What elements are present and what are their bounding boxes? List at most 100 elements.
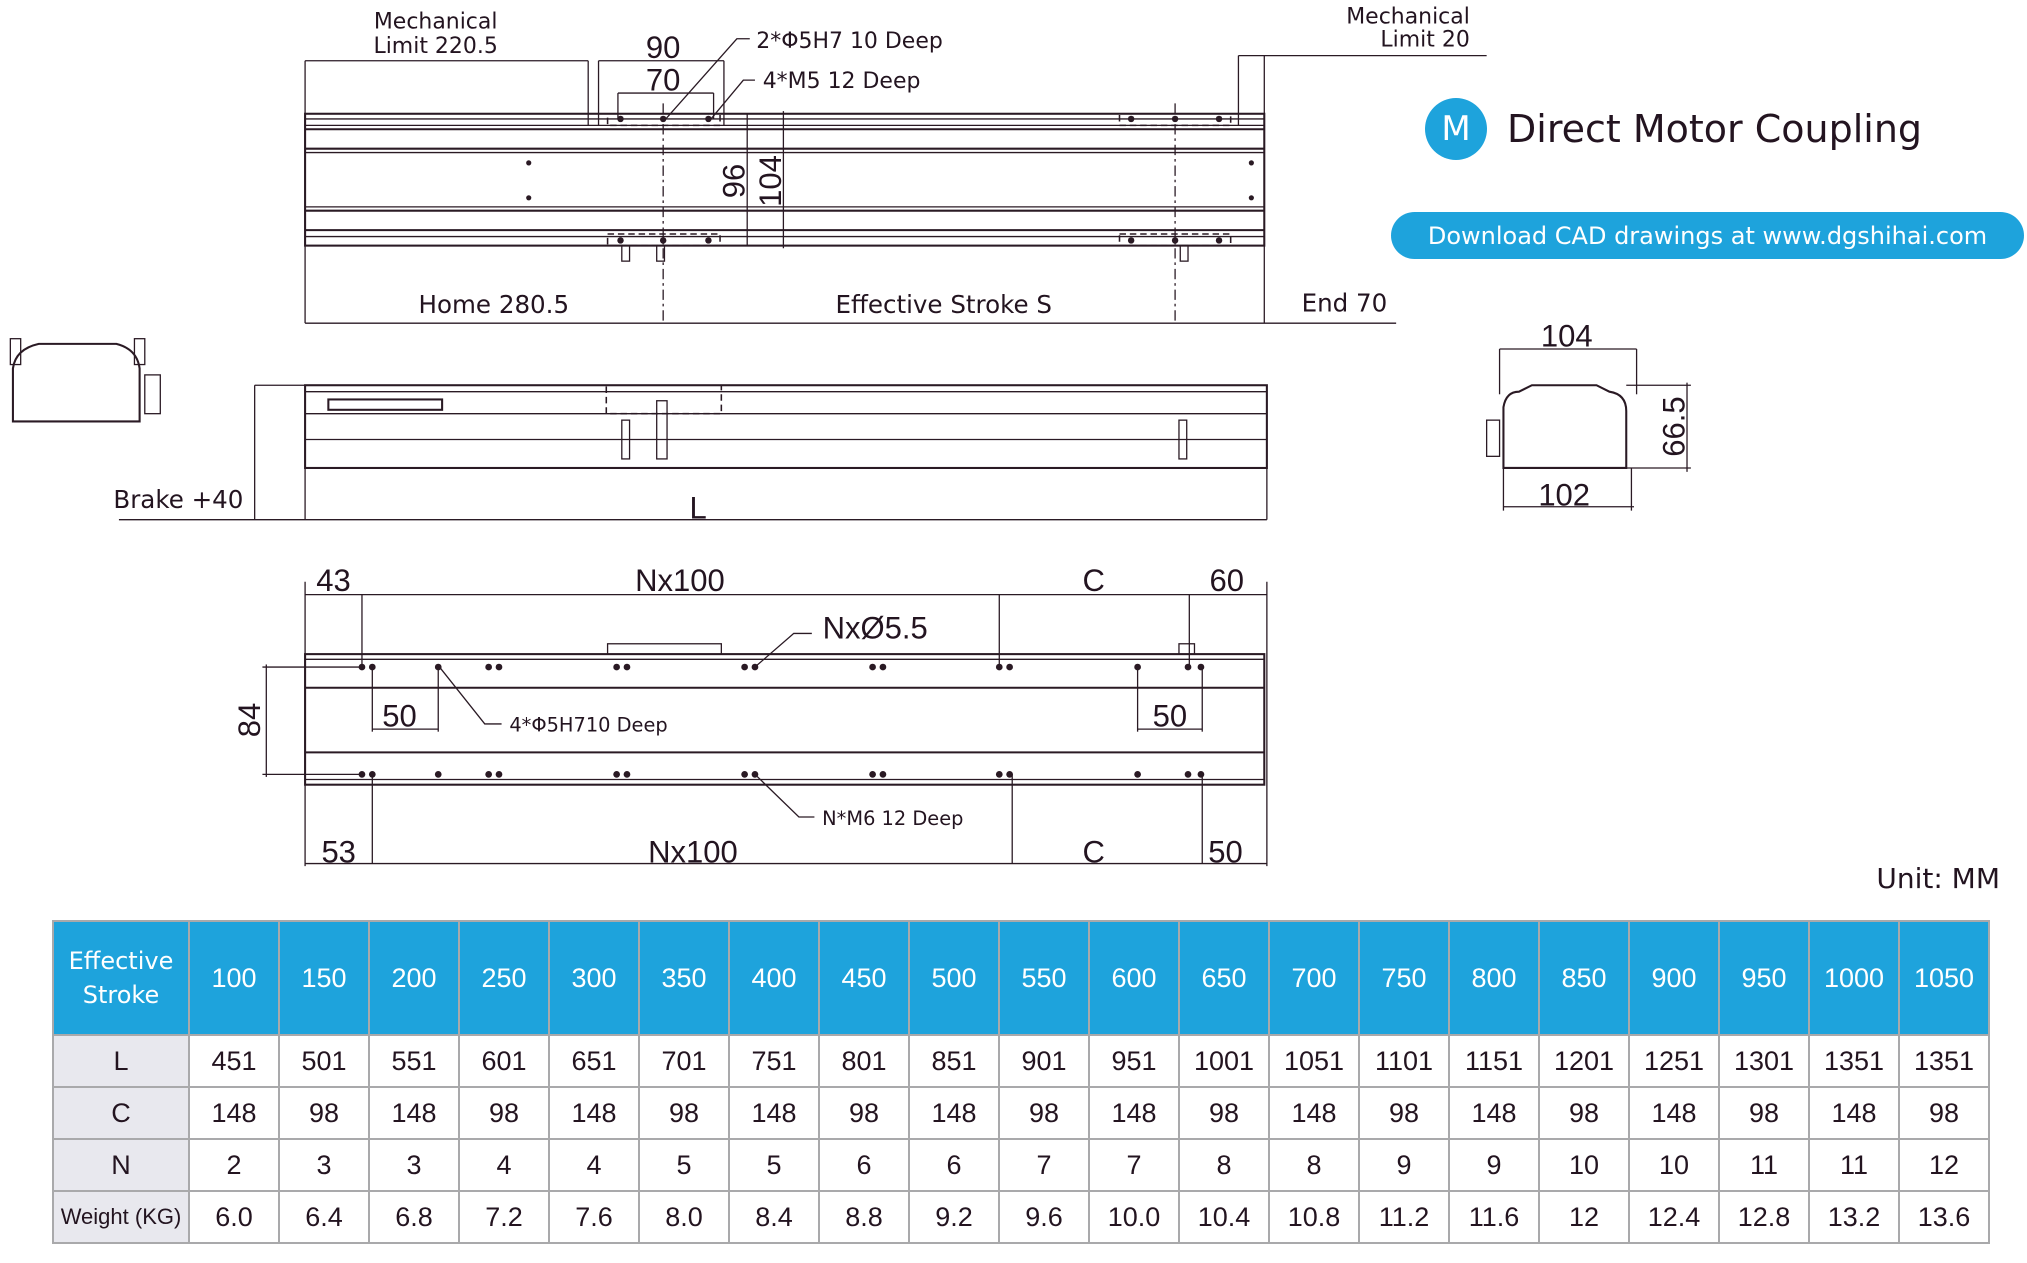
table-cell: 9	[1448, 1138, 1540, 1192]
end-width-bottom: 102	[1538, 477, 1590, 512]
dim-c-bottom: C	[1082, 834, 1104, 869]
row-label: N	[52, 1138, 190, 1192]
end-view: 104 102 66.5	[1485, 318, 1691, 512]
table-cell: 6	[818, 1138, 910, 1192]
table-cell: 1001	[1178, 1034, 1270, 1088]
table-cell: 12	[1538, 1190, 1630, 1244]
table-cell: 1201	[1538, 1034, 1630, 1088]
table-cell: 98	[1178, 1086, 1270, 1140]
table-cell: 13.6	[1898, 1190, 1990, 1244]
dim-70: 70	[646, 62, 681, 97]
table-cell: 148	[368, 1086, 460, 1140]
table-cell: 1051	[1268, 1034, 1360, 1088]
mounting-hole	[623, 770, 631, 778]
end-label: End 70	[1302, 289, 1388, 318]
table-cell: 11	[1718, 1138, 1810, 1192]
pin-hole-note: 2*Φ5H7 10 Deep	[756, 29, 943, 54]
table-cell: 801	[818, 1034, 910, 1088]
dim-43: 43	[316, 563, 350, 598]
stroke-header: 650	[1178, 920, 1270, 1036]
table-cell: 701	[638, 1034, 730, 1088]
stroke-header: 750	[1358, 920, 1450, 1036]
table-cell: 9	[1358, 1138, 1450, 1192]
table-cell: 10.0	[1088, 1190, 1180, 1244]
mounting-hole	[434, 770, 442, 778]
table-cell: 11	[1808, 1138, 1900, 1192]
unit-label: Unit: MM	[1876, 862, 2000, 895]
table-cell: 148	[908, 1086, 1000, 1140]
mounting-hole	[1197, 663, 1205, 671]
stroke-header: 700	[1268, 920, 1360, 1036]
table-cell: 1101	[1358, 1034, 1450, 1088]
table-cell: 12.8	[1718, 1190, 1810, 1244]
table-cell: 751	[728, 1034, 820, 1088]
mounting-hole	[995, 770, 1003, 778]
table-cell: 5	[728, 1138, 820, 1192]
stroke-header: 500	[908, 920, 1000, 1036]
table-cell: 8.8	[818, 1190, 910, 1244]
stroke-header: 150	[278, 920, 370, 1036]
table-cell: 2	[188, 1138, 280, 1192]
mounting-hole	[1006, 770, 1013, 778]
table-cell: 148	[1088, 1086, 1180, 1140]
table-cell: 8	[1268, 1138, 1360, 1192]
home-label: Home 280.5	[419, 290, 570, 319]
table-cell: 8	[1178, 1138, 1270, 1192]
mounting-hole	[879, 770, 887, 778]
stroke-header: 850	[1538, 920, 1630, 1036]
stroke-header: 300	[548, 920, 640, 1036]
effective-stroke-label: Effective Stroke S	[835, 290, 1052, 319]
mounting-hole	[741, 663, 748, 671]
brake-label: Brake +40	[113, 485, 243, 514]
mounting-hole	[623, 663, 631, 671]
table-cell: 651	[548, 1034, 640, 1088]
table-cell: 4	[458, 1138, 550, 1192]
table-cell: 601	[458, 1034, 550, 1088]
mounting-hole	[1184, 663, 1192, 671]
table-cell: 1351	[1808, 1034, 1900, 1088]
download-cad-banner[interactable]: Download CAD drawings at www.dgshihai.co…	[1391, 212, 2024, 259]
mech-limit-right-value: Limit 20	[1380, 28, 1469, 53]
table-cell: 451	[188, 1034, 280, 1088]
header-label-line1: Effective	[68, 947, 174, 975]
table-cell: 901	[998, 1034, 1090, 1088]
mounting-hole	[1184, 770, 1192, 778]
mounting-hole	[1134, 770, 1141, 778]
table-cell: 98	[278, 1086, 370, 1140]
end-height: 66.5	[1656, 396, 1691, 456]
table-cell: 98	[1538, 1086, 1630, 1140]
table-cell: 98	[1898, 1086, 1990, 1140]
table-cell: 7.6	[548, 1190, 640, 1244]
end-width-top: 104	[1541, 318, 1593, 353]
mounting-hole	[741, 770, 748, 778]
mounting-hole	[879, 663, 887, 671]
table-cell: 148	[728, 1086, 820, 1140]
thread-note-bottom: N*M6 12 Deep	[822, 807, 963, 830]
dim-104: 104	[753, 155, 788, 207]
top-view: Mechanical Limit 220.5 Mechanical Limit …	[304, 4, 1487, 324]
table-cell: 11.6	[1448, 1190, 1540, 1244]
mounting-hole	[1197, 770, 1205, 778]
left-end-profile	[9, 338, 161, 423]
dim-60: 60	[1210, 563, 1245, 598]
length-label: L	[689, 490, 706, 525]
table-cell: 4	[548, 1138, 640, 1192]
stroke-header: 200	[368, 920, 460, 1036]
table-cell: 851	[908, 1034, 1000, 1088]
table-cell: 98	[1358, 1086, 1450, 1140]
row-label: L	[52, 1034, 190, 1088]
bottom-view: 43 Nx100 C 60 NxØ5.5 84 50 50 4*Φ5H710 D…	[232, 563, 1268, 869]
table-cell: 10.8	[1268, 1190, 1360, 1244]
dim-nx100-bottom: Nx100	[648, 834, 738, 869]
stroke-header: 350	[638, 920, 730, 1036]
table-cell: 6.4	[278, 1190, 370, 1244]
table-cell: 1351	[1898, 1034, 1990, 1088]
mounting-hole	[995, 663, 1003, 671]
table-cell: 8.4	[728, 1190, 820, 1244]
